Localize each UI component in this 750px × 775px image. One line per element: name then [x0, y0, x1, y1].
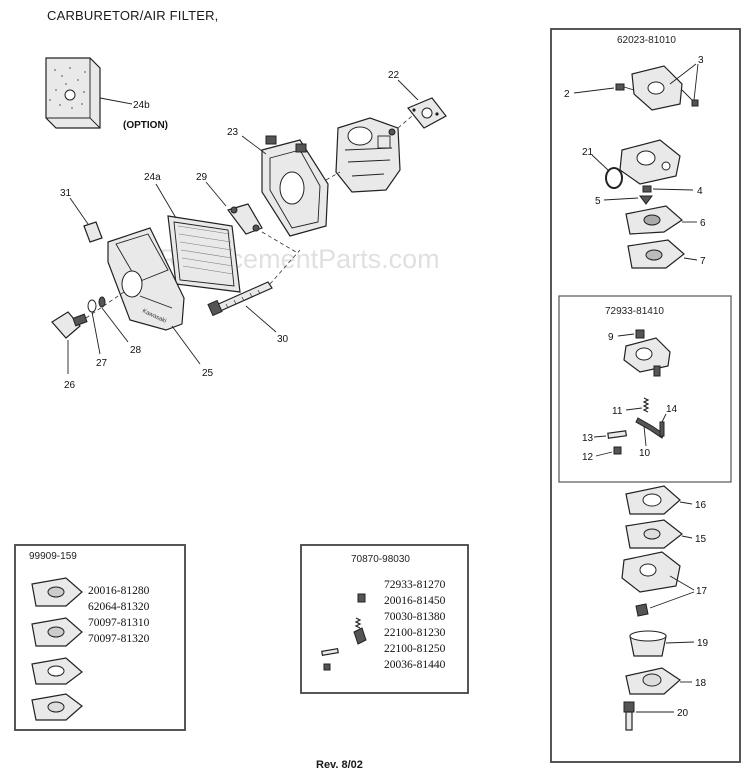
callout-16: 16 [695, 500, 707, 511]
carb-kit-title: 62023-81010 [617, 35, 676, 46]
callout-11: 11 [612, 406, 623, 417]
gasket-7 [627, 239, 685, 269]
callout-2: 3 [698, 55, 704, 66]
callout-23: 23 [227, 127, 239, 138]
callout-30: 30 [277, 334, 289, 345]
callout-12: 12 [582, 452, 594, 463]
foam-filter-24b [45, 57, 101, 129]
inner-kit-title: 72933-81410 [605, 306, 664, 317]
needle-kit-pn-4: 22100-81230 [384, 627, 446, 639]
callout-9: 9 [608, 332, 614, 343]
part-4 [642, 185, 652, 193]
callout-5: 5 [595, 196, 601, 207]
callout-26: 26 [64, 380, 76, 391]
callout-20: 20 [677, 708, 689, 719]
lever-10 [635, 417, 665, 439]
needle-kit-pn-6: 20036-81440 [384, 659, 446, 671]
needle-kit-pn-2: 20016-81450 [384, 595, 446, 607]
gasket-kit-title: 99909-159 [29, 551, 77, 562]
callout-15: 15 [695, 534, 707, 545]
gasket-kit-part-4 [31, 693, 83, 721]
carb-mid-body [619, 139, 681, 185]
option-label: (OPTION) [123, 120, 168, 131]
callout-24b: 24b [133, 100, 150, 111]
callout-4: 4 [697, 186, 703, 197]
gasket-kit-part-3 [31, 657, 83, 685]
callout-22: 22 [388, 70, 400, 81]
callout-13: 13 [582, 433, 594, 444]
carb-top-body [615, 65, 699, 111]
callout-17: 17 [696, 586, 708, 597]
needle-kit-pn-3: 70030-81380 [384, 611, 446, 623]
screw-12 [613, 446, 622, 455]
pin-13 [607, 430, 628, 439]
callout-29: 29 [196, 172, 208, 183]
filter-housing-23 [261, 135, 329, 237]
spring-11 [642, 397, 650, 413]
diaphragm-15 [625, 519, 683, 549]
callout-25: 25 [202, 368, 214, 379]
pump-cover-17 [621, 551, 681, 617]
gasket-22 [407, 97, 447, 129]
gasket-kit-pn-3: 70097-81310 [88, 617, 150, 629]
revision-label: Rev. 8/02 [316, 759, 363, 771]
knob-26 [51, 311, 88, 339]
primer-bulb-19 [629, 630, 667, 657]
bracket-29 [227, 203, 263, 235]
clip-31 [83, 221, 103, 243]
callout-7: 7 [700, 256, 706, 267]
air-cleaner-cover-25: Kawasaki [107, 227, 185, 331]
pin-14 [659, 421, 665, 437]
callout-6: 6 [700, 218, 706, 229]
callout-28: 28 [130, 345, 142, 356]
gasket-kit-part-1 [31, 577, 83, 607]
callout-14: 14 [666, 404, 678, 415]
oring-21 [605, 167, 623, 189]
callout-3: 2 [564, 89, 570, 100]
gasket-16 [625, 485, 681, 515]
page-title: CARBURETOR/AIR FILTER, [47, 8, 219, 23]
needle-kit-frame [300, 544, 469, 694]
needle-kit-pn-5: 22100-81250 [384, 643, 446, 655]
callout-10: 10 [639, 448, 651, 459]
gasket-kit-pn-1: 20016-81280 [88, 585, 150, 597]
needle-kit-title: 70870-98030 [351, 554, 410, 565]
plate-6 [625, 205, 683, 235]
callout-24a: 24a [144, 172, 161, 183]
callout-18: 18 [695, 678, 707, 689]
callout-31: 31 [60, 188, 72, 199]
gasket-kit-part-2 [31, 617, 83, 647]
needle-kit-pn-1: 72933-81270 [384, 579, 446, 591]
paper-filter-24a [167, 215, 241, 293]
gasket-kit-pn-4: 70097-81320 [88, 633, 150, 645]
inner-kit-frame [558, 295, 732, 483]
part-5 [639, 195, 653, 205]
bolt-30 [207, 281, 273, 317]
carburetor [335, 117, 401, 193]
washer-27 [87, 299, 97, 313]
retainer-18 [625, 667, 681, 695]
carb-kit-frame [550, 28, 741, 763]
callout-27: 27 [96, 358, 108, 369]
screw-20 [623, 701, 635, 731]
needle-kit-parts [321, 593, 367, 671]
callout-19: 19 [697, 638, 709, 649]
gasket-kit-pn-2: 62064-81320 [88, 601, 150, 613]
metering-body [623, 329, 671, 377]
callout-21: 21 [582, 147, 594, 158]
gasket-kit-frame [14, 544, 186, 731]
seal-28 [98, 296, 106, 308]
